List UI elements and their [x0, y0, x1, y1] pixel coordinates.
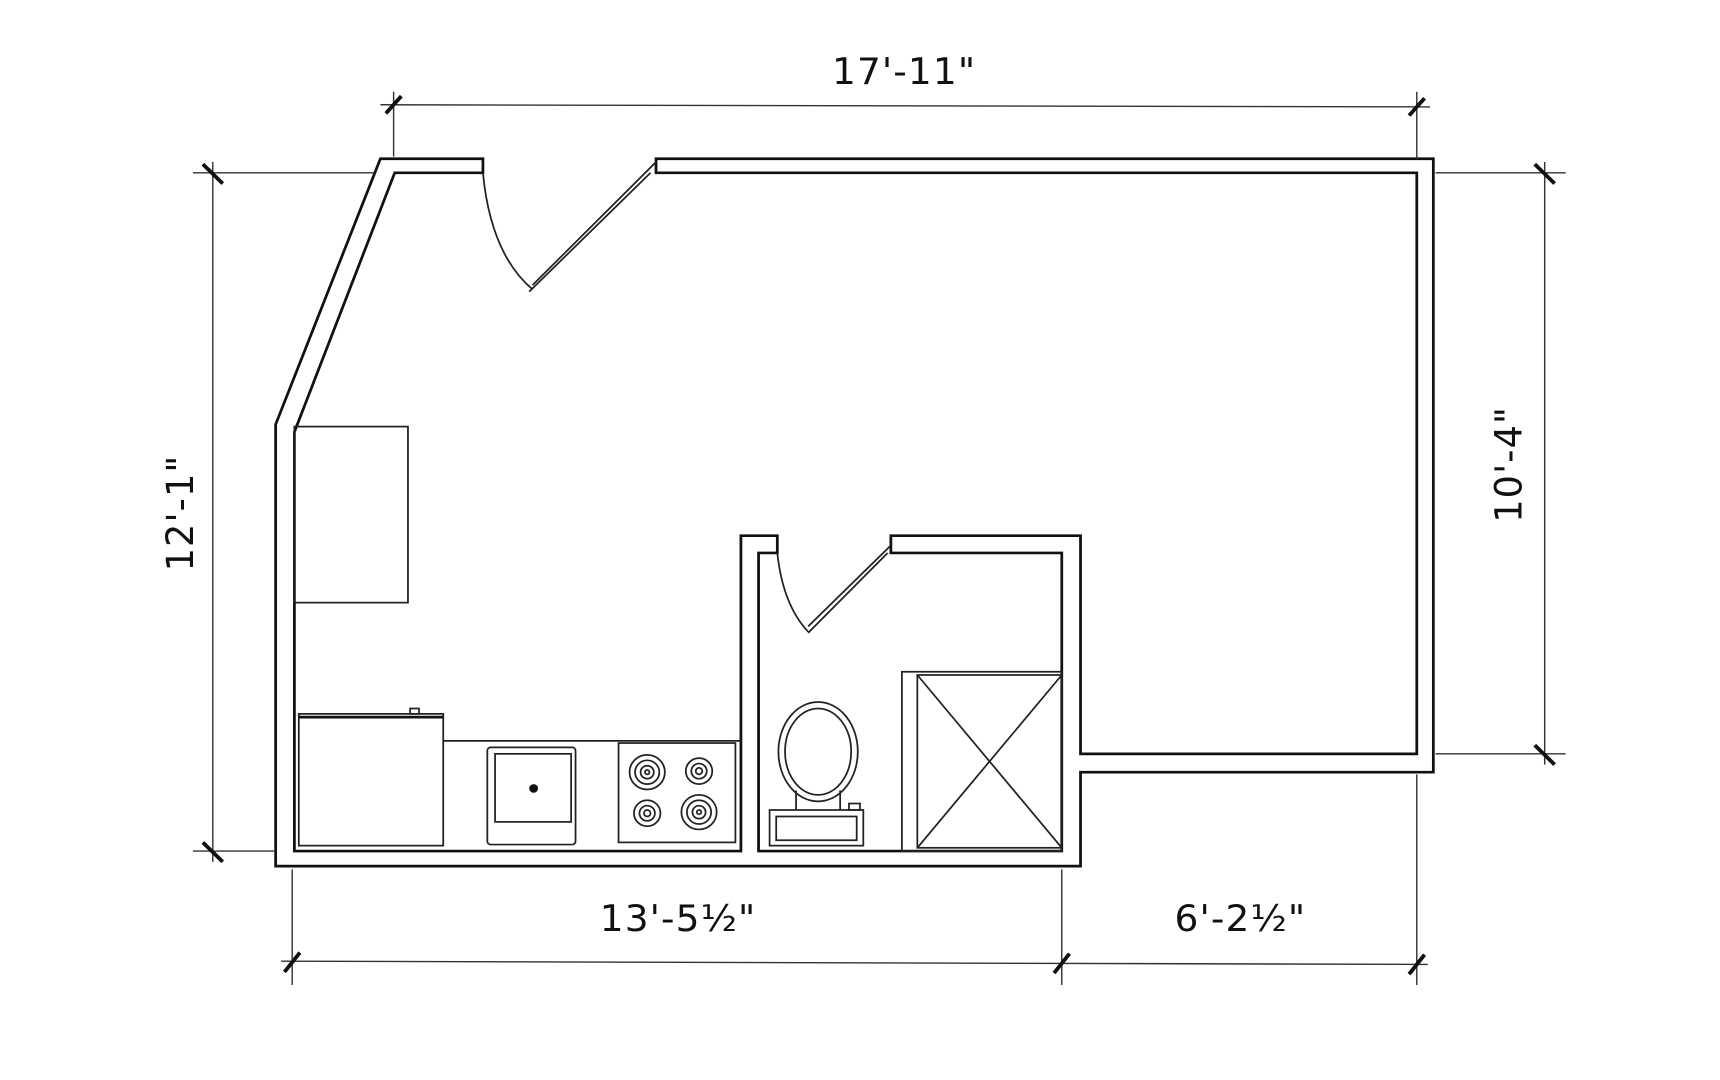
dimension-right: 10'-4" [1435, 162, 1566, 766]
sink [486, 746, 577, 846]
bathroom-door [776, 544, 892, 634]
dimension-label-bottom-right: 6'-2½" [1175, 897, 1307, 940]
dimension-top: 17'-11" [380, 51, 1431, 159]
toilet [768, 701, 865, 847]
dimension-label-bottom-left: 13'-5½" [600, 897, 757, 940]
refrigerator [297, 707, 445, 847]
entry-door [482, 161, 657, 293]
dimension-label-left: 12'-1" [159, 455, 202, 572]
shower [901, 670, 1063, 852]
dimension-label-right: 10'-4" [1487, 406, 1530, 523]
stove [617, 742, 737, 844]
dimension-label-top: 17'-11" [832, 51, 976, 94]
dimension-left: 12'-1" [159, 162, 375, 864]
exterior-walls [274, 157, 1435, 868]
cabinet [293, 425, 409, 604]
dimension-bottom: 13'-5½" 6'-2½" [281, 774, 1428, 985]
drain-icon [529, 784, 539, 793]
